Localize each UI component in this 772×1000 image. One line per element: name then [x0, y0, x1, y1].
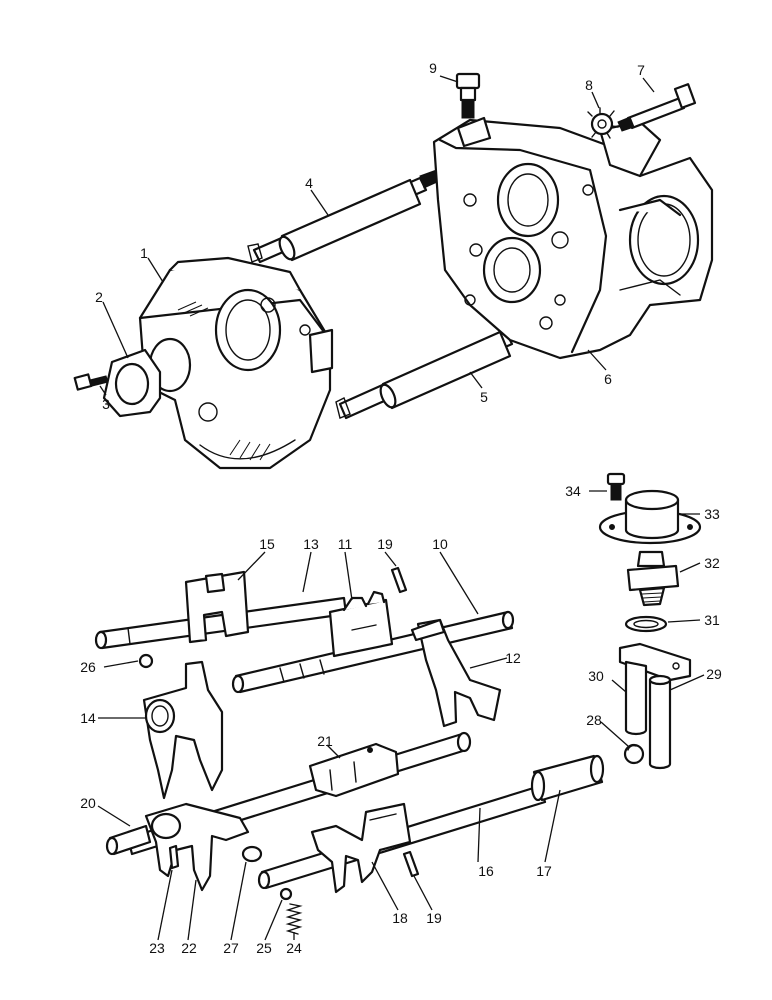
callout-20: 20: [80, 795, 96, 811]
part-9-bolt: [455, 72, 481, 119]
callout-labels: 1 2 3 4 5 6 7 8 9 34 33 32 31 30 29 28 1…: [80, 60, 722, 956]
callout-4: 4: [305, 175, 313, 191]
callout-2: 2: [95, 289, 103, 305]
callout-23: 23: [149, 940, 165, 956]
part-19-roll-pin-lower: [402, 850, 420, 878]
callout-16: 16: [478, 863, 494, 879]
part-32-switch: [626, 550, 680, 607]
part-11-selector: [328, 590, 394, 658]
callout-17: 17: [536, 863, 552, 879]
part-30-bracket-pin: [618, 642, 692, 736]
callout-32: 32: [704, 555, 720, 571]
part-18-fork: [310, 802, 412, 894]
leader-lines: [97, 75, 705, 941]
callout-30: 30: [588, 668, 604, 684]
part-6-main-housing: [432, 116, 714, 360]
part-4-shaft: [247, 167, 447, 264]
part-28-ball: [623, 743, 645, 765]
part-31-ring: [624, 615, 668, 633]
callout-7: 7: [637, 62, 645, 78]
part-14-fork: [142, 660, 224, 800]
callout-15: 15: [259, 536, 275, 552]
part-3-bolt: [73, 373, 109, 391]
callout-31: 31: [704, 612, 720, 628]
part-19-roll-pin-upper: [390, 566, 408, 594]
part-20-fork: [105, 802, 250, 892]
callout-14: 14: [80, 710, 96, 726]
callout-9: 9: [429, 60, 437, 76]
callout-12: 12: [505, 650, 521, 666]
part-24-spring: [285, 903, 303, 935]
callout-3: 3: [102, 396, 110, 412]
callout-18: 18: [392, 910, 408, 926]
callout-28: 28: [586, 712, 602, 728]
callout-33: 33: [704, 506, 720, 522]
callout-27: 27: [223, 940, 239, 956]
part-25-ball: [279, 887, 293, 901]
part-33-cap: [598, 489, 702, 545]
part-17-sleeve: [530, 754, 605, 802]
callout-29: 29: [706, 666, 722, 682]
callout-21: 21: [317, 733, 333, 749]
callout-13: 13: [303, 536, 319, 552]
part-12-fork: [410, 618, 502, 728]
callout-1: 1: [140, 245, 148, 261]
part-2-flange: [102, 348, 162, 418]
part-15-fork: [184, 570, 250, 644]
callout-26: 26: [80, 659, 96, 675]
callout-6: 6: [604, 371, 612, 387]
part-26-ball: [138, 653, 154, 669]
part-29-pin: [648, 674, 672, 770]
callout-22: 22: [181, 940, 197, 956]
callout-34: 34: [565, 483, 581, 499]
part-1-front-housing: [138, 256, 334, 470]
part-8-washer: [587, 107, 619, 139]
callout-8: 8: [585, 77, 593, 93]
callout-19-lower: 19: [426, 910, 442, 926]
callout-24: 24: [286, 940, 302, 956]
part-23-roll-pin: [168, 844, 180, 870]
part-34-bolt: [606, 472, 626, 501]
callout-11: 11: [338, 536, 353, 552]
callout-25: 25: [256, 940, 272, 956]
part-7-bolt: [617, 83, 697, 132]
callout-10: 10: [432, 536, 448, 552]
callout-19-upper: 19: [377, 536, 393, 552]
part-27-plug: [241, 845, 263, 863]
callout-5: 5: [480, 389, 488, 405]
